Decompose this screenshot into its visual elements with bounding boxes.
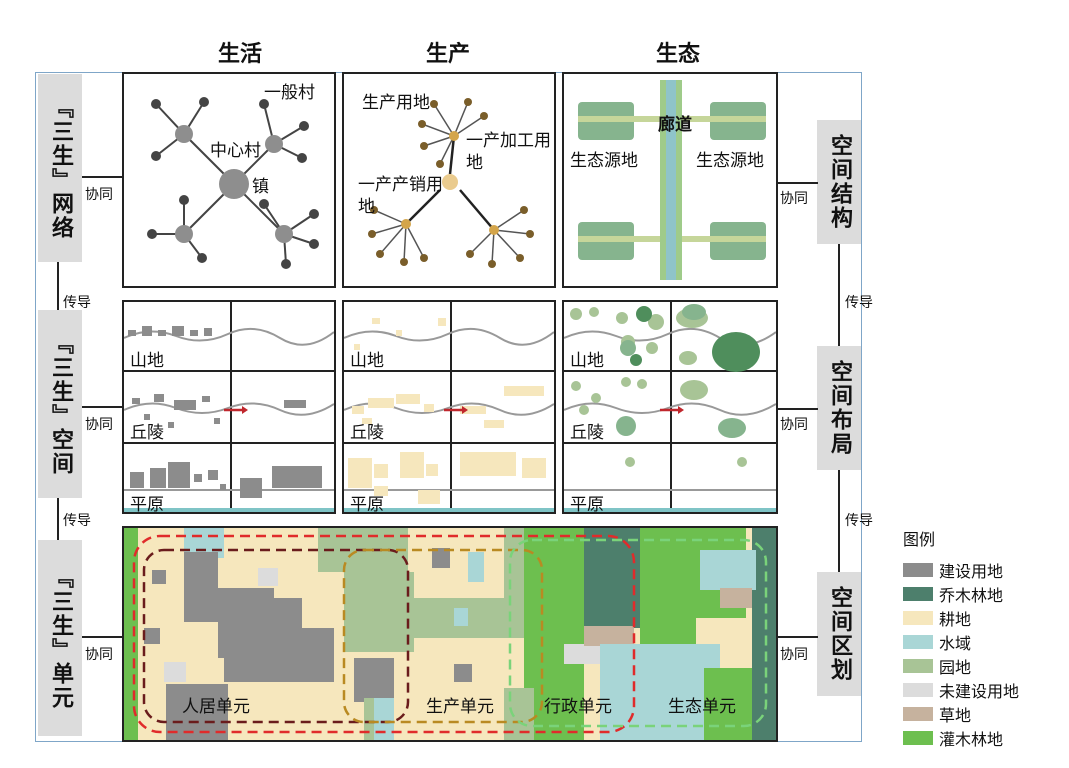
left-connector-line-2 (82, 406, 122, 408)
label-production-unit: 生产单元 (426, 697, 494, 717)
label-hill-life: 丘陵 (130, 423, 164, 443)
ecology-space-panel: 山地 丘陵 平原 (562, 300, 778, 514)
right-connector-line-1 (778, 182, 818, 184)
ecology-network-graph (578, 80, 766, 280)
left-synergy-label-2: 协同 (85, 417, 113, 433)
legend-swatch (903, 683, 933, 697)
legend-item: 耕地 (903, 606, 1019, 630)
left-connector-line-3 (82, 636, 122, 638)
legend-item: 草地 (903, 702, 1019, 726)
right-label-zoning: 空间区划 (817, 572, 861, 696)
left-transmit-line-2 (57, 498, 59, 540)
label-hill-ecology: 丘陵 (570, 423, 604, 443)
column-header-production: 生产 (425, 42, 470, 67)
label-central-village: 中心村 (210, 141, 261, 161)
right-transmit-label-1: 传导 (845, 295, 873, 311)
label-residence-unit: 人居单元 (182, 697, 250, 717)
legend-label: 园地 (939, 658, 972, 677)
legend-item: 灌木林地 (903, 726, 1019, 750)
column-header-life: 生活 (217, 42, 262, 67)
left-label-unit: 『三生』单元 (38, 540, 82, 736)
left-synergy-label-1: 协同 (85, 187, 113, 203)
legend-item: 水域 (903, 630, 1019, 654)
label-hill-production: 丘陵 (350, 423, 384, 443)
life-network-graph (147, 97, 319, 269)
legend-swatch (903, 587, 933, 601)
label-mountain-life: 山地 (130, 351, 164, 371)
land-use-map: 人居单元 生产单元 行政单元 生态单元 (122, 526, 778, 742)
legend-swatch (903, 707, 933, 721)
legend-item: 乔木林地 (903, 582, 1019, 606)
legend-label: 未建设用地 (939, 682, 1020, 701)
left-synergy-label-3: 协同 (85, 647, 113, 663)
label-corridor: 廊道 (658, 115, 692, 135)
land-use-map-graphic (124, 528, 776, 740)
right-transmit-line-2 (838, 470, 840, 572)
legend-swatch (903, 611, 933, 625)
life-space-terrain (124, 326, 334, 512)
right-transmit-label-2: 传导 (845, 513, 873, 529)
label-plain-production: 平原 (350, 495, 384, 514)
legend-label: 草地 (939, 706, 972, 725)
column-header-ecology: 生态 (655, 42, 700, 67)
ecology-space-terrain (564, 304, 776, 512)
label-town: 镇 (252, 177, 269, 197)
label-administrative-unit: 行政单元 (544, 697, 612, 717)
label-production-land: 生产用地 (362, 93, 430, 113)
legend-item: 建设用地 (903, 558, 1019, 582)
legend-item: 园地 (903, 654, 1019, 678)
production-network-graph (368, 98, 534, 268)
left-connector-line-1 (82, 176, 122, 178)
label-plain-ecology: 平原 (570, 495, 604, 514)
production-space-panel: 山地 丘陵 平原 (342, 300, 556, 514)
legend-item: 未建设用地 (903, 678, 1019, 702)
legend-swatch (903, 563, 933, 577)
label-ecology-source-right: 生态源地 (696, 151, 764, 171)
legend: 图例 建设用地乔木林地耕地水域园地未建设用地草地灌木林地 (903, 526, 1019, 750)
label-processing-land: 一产加工用地 (466, 131, 551, 173)
left-label-network: 『三生』网络 (38, 74, 82, 262)
left-transmit-label-1: 传导 (63, 295, 91, 311)
legend-swatch (903, 731, 933, 745)
legend-label: 乔木林地 (939, 586, 1004, 605)
label-ecology-unit: 生态单元 (668, 697, 736, 717)
left-transmit-label-2: 传导 (63, 513, 91, 529)
legend-title: 图例 (903, 530, 936, 549)
label-marketing-land: 一产产销用地 (358, 175, 443, 217)
legend-swatch (903, 659, 933, 673)
right-synergy-label-2: 协同 (780, 417, 808, 433)
label-plain-life: 平原 (130, 495, 164, 514)
label-mountain-production: 山地 (350, 351, 384, 371)
legend-label: 灌木林地 (939, 730, 1004, 749)
ecology-network-panel: 廊道 生态源地 生态源地 (562, 72, 778, 288)
right-label-structure: 空间结构 (817, 120, 861, 244)
right-synergy-label-3: 协同 (780, 647, 808, 663)
label-general-village: 一般村 (264, 83, 315, 103)
legend-label: 水域 (939, 634, 972, 653)
right-connector-line-2 (778, 408, 818, 410)
life-space-panel: 山地 丘陵 平原 (122, 300, 336, 514)
left-transmit-line-1 (57, 262, 59, 310)
label-ecology-source-left: 生态源地 (570, 151, 638, 171)
right-transmit-line-1 (838, 244, 840, 346)
production-space-terrain (344, 318, 554, 512)
right-label-layout: 空间布局 (817, 346, 861, 470)
legend-label: 建设用地 (939, 562, 1004, 581)
production-network-panel: 生产用地 一产加工用地 一产产销用地 (342, 72, 556, 288)
label-mountain-ecology: 山地 (570, 351, 604, 371)
right-synergy-label-1: 协同 (780, 191, 808, 207)
left-label-space: 『三生』空间 (38, 310, 82, 498)
legend-swatch (903, 635, 933, 649)
life-network-panel: 一般村 中心村 镇 (122, 72, 336, 288)
legend-label: 耕地 (939, 610, 972, 629)
right-connector-line-3 (778, 636, 818, 638)
